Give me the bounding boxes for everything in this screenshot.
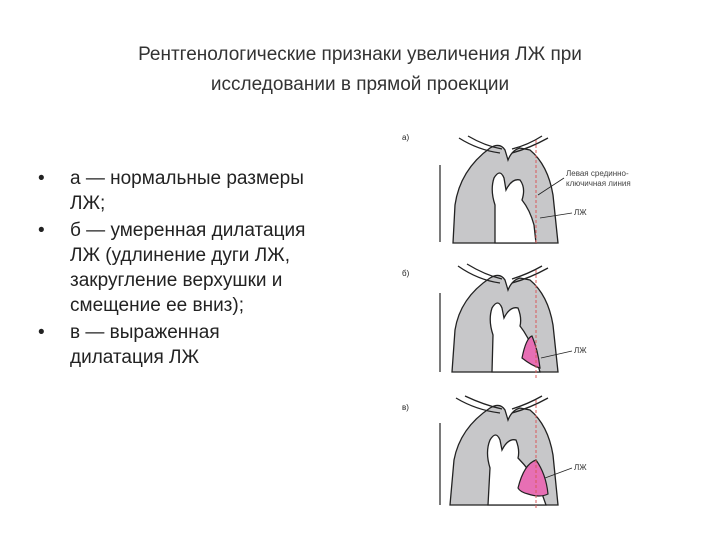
lv-label-b: ЛЖ xyxy=(574,346,587,355)
panel-b: б) ЛЖ xyxy=(402,264,587,378)
panel-c: в) ЛЖ xyxy=(402,396,587,508)
midline-caption-line-1: Левая срединно- xyxy=(566,169,629,178)
panel-a-label: а) xyxy=(402,133,409,142)
panel-a: а) Левая срединно- ключичная линия ЛЖ xyxy=(402,133,631,245)
midline-caption-line-2: ключичная линия xyxy=(566,179,631,188)
panel-c-label: в) xyxy=(402,403,409,412)
lv-label-a: ЛЖ xyxy=(574,208,587,217)
lv-label-c: ЛЖ xyxy=(574,463,587,472)
panel-b-label: б) xyxy=(402,269,410,278)
